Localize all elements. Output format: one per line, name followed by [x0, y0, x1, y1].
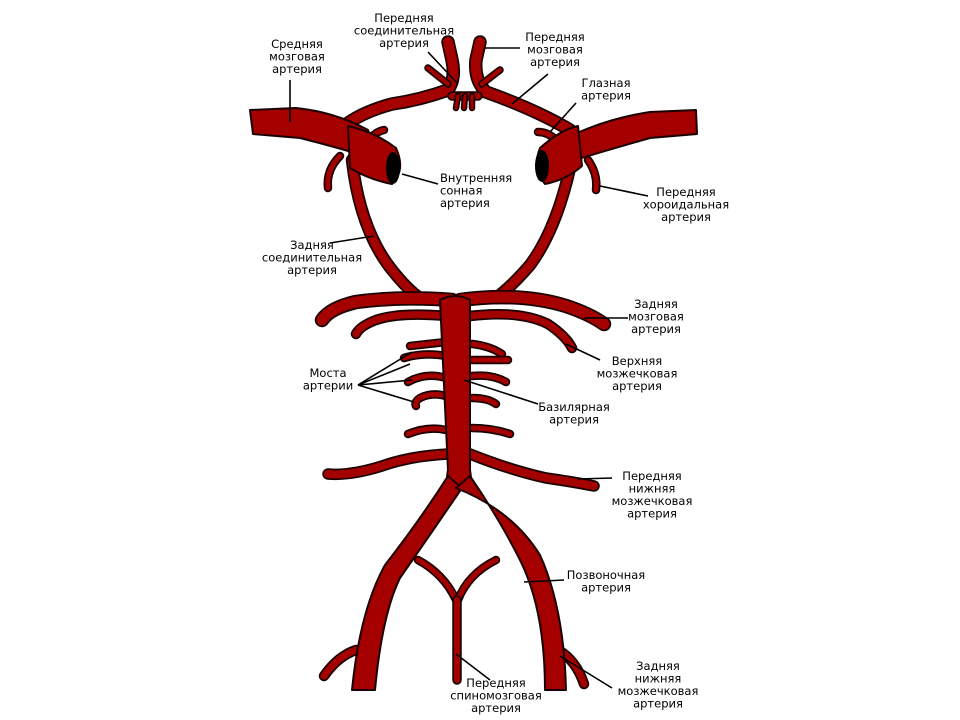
middle-cerebral-label-line: мозговая: [269, 50, 325, 64]
posterior-inferior-cerebellar-label-line: нижняя: [635, 672, 682, 686]
anterior-cerebral-label-line: Передняя: [525, 30, 584, 44]
anterior-cerebral-branch-right: [478, 66, 504, 88]
anterior-choroidal-artery-left: [323, 151, 345, 193]
posterior-inferior-cerebellar-label-line: артерия: [633, 697, 683, 711]
posterior-cerebral-label-line: Задняя: [634, 297, 678, 311]
pontine-artery-left-5: [403, 424, 451, 439]
internal-carotid-label-line: сонная: [440, 184, 482, 198]
internal-carotid-label-line: Внутренняя: [440, 171, 512, 185]
vertebral-label-line: артерия: [581, 581, 631, 595]
ophthalmic-label-line: Глазная: [581, 76, 630, 90]
anterior-inferior-cerebellar-label-line: нижняя: [629, 482, 676, 496]
anterior-communicating-perforator-1: [452, 92, 462, 112]
pontine-artery-right-1: [467, 339, 507, 359]
superior-cerebellar-label-line: мозжечковая: [597, 367, 678, 381]
anterior-inferior-cerebellar-artery-right: [464, 448, 600, 492]
internal-carotid-lumen-left: [386, 152, 400, 184]
anterior-inferior-cerebellar-label-line: мозжечковая: [612, 494, 693, 508]
anterior-choroidal-artery-right: [583, 155, 601, 195]
basilar-artery: [439, 295, 472, 491]
internal-carotid-lumen-right: [535, 150, 549, 182]
anterior-communicating-perforator-2: [460, 92, 469, 112]
anterior-inferior-cerebellar-artery-left: [322, 448, 454, 481]
anterior-spinal-label-line: артерия: [471, 701, 521, 715]
posterior-inferior-cerebellar-artery-left: [318, 644, 362, 682]
basilar-label-line: Базилярная: [538, 400, 610, 414]
anterior-communicating-label-line: соединительная: [354, 24, 454, 38]
posterior-communicating-label-line: соединительная: [262, 251, 362, 265]
pontine-artery-left-2: [399, 350, 451, 363]
posterior-cerebral-artery-right: [452, 289, 612, 332]
vertebral-label-line: Позвоночная: [567, 568, 645, 582]
anterior-spinal-artery-left-root: [413, 555, 461, 605]
pontine-artery-left-1: [405, 337, 451, 351]
posterior-cerebral-label-line: мозговая: [628, 310, 684, 324]
anterior-inferior-cerebellar-label-line: Передняя: [622, 469, 681, 483]
anterior-spinal-label-line: спиномозговая: [450, 689, 542, 703]
anterior-choroidal-label-line: хороидальная: [643, 198, 729, 212]
posterior-cerebral-artery-left: [314, 291, 460, 328]
anterior-cerebral-label-line: мозговая: [527, 43, 583, 57]
middle-cerebral-label-line: Средняя: [271, 37, 323, 51]
superior-cerebellar-artery-right: [464, 308, 578, 354]
posterior-communicating-label-line: артерия: [287, 263, 337, 277]
posterior-inferior-cerebellar-label-line: Задняя: [636, 659, 680, 673]
posterior-communicating-artery-left: [345, 153, 427, 305]
anterior-cerebral-artery-left: [337, 35, 461, 133]
arterial-vessels: [314, 35, 612, 690]
superior-cerebellar-artery-left: [350, 309, 452, 340]
pontine-label-line: артерии: [303, 379, 353, 393]
leader-lines: [289, 47, 649, 689]
anterior-choroidal-label-line: артерия: [661, 210, 711, 224]
anterior-cerebral-branch-left: [424, 64, 452, 88]
anterior-inferior-cerebellar-label-line: артерия: [627, 507, 677, 521]
anterior-cerebral-label-line: артерия: [530, 55, 580, 69]
internal-carotid-label-line: артерия: [440, 196, 490, 210]
posterior-cerebral-label-line: артерия: [631, 322, 681, 336]
anterior-communicating-label-line: артерия: [379, 36, 429, 50]
vertebral-artery-right: [455, 475, 567, 691]
pontine-artery-left-4: [411, 390, 451, 411]
superior-cerebellar-label-line: Верхняя: [612, 354, 662, 368]
anterior-communicating-label-line: Передняя: [374, 11, 433, 25]
anterior-spinal-artery-right-root: [453, 555, 501, 605]
pontine-artery-right-5: [467, 423, 515, 439]
vertebral-artery-left: [351, 475, 463, 691]
superior-cerebellar-label-line: артерия: [612, 379, 662, 393]
ophthalmic-label-line: артерия: [581, 89, 631, 103]
pontine-artery-right-3: [467, 371, 511, 387]
posterior-inferior-cerebellar-label-line: мозжечковая: [618, 684, 699, 698]
basilar-label-line: артерия: [549, 413, 599, 427]
pontine-label-line: Моста: [309, 366, 346, 380]
posterior-communicating-label-line: Задняя: [290, 238, 334, 252]
middle-cerebral-label-line: артерия: [272, 62, 322, 76]
anterior-choroidal-label-line: Передняя: [656, 185, 715, 199]
pontine-artery-left-3: [403, 371, 451, 387]
pontine-artery-right-4: [467, 393, 501, 409]
anterior-spinal-label-line: Передняя: [466, 676, 525, 690]
middle-cerebral-artery-right: [567, 109, 698, 163]
posterior-communicating-artery-right: [489, 161, 577, 305]
